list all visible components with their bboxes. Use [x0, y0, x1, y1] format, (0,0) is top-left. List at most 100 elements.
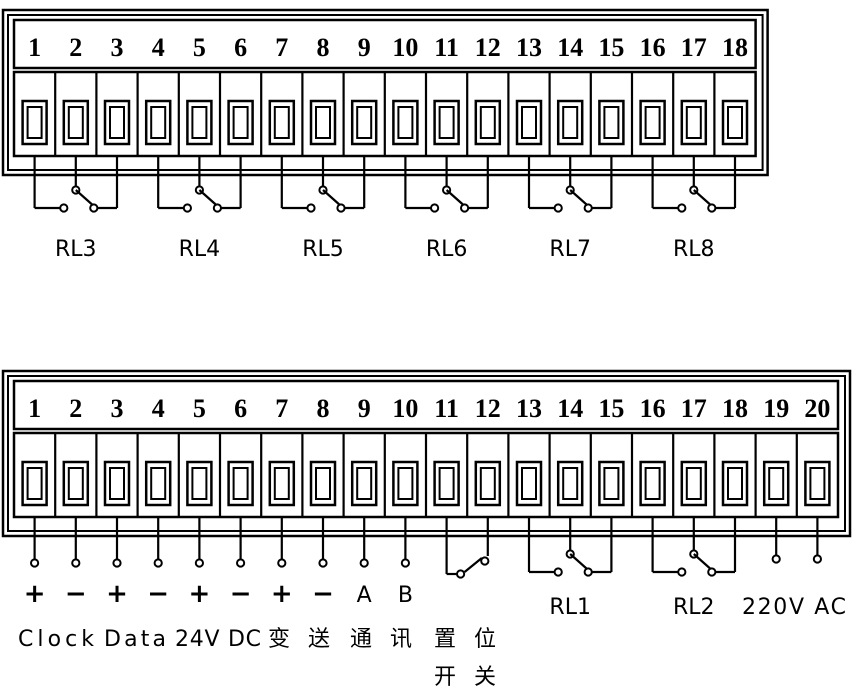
terminal-screw: [350, 99, 378, 146]
terminal-screw: [433, 460, 460, 507]
terminal-screw: [103, 99, 131, 146]
terminal-screw-inner: [26, 106, 43, 139]
label-clock: Clock: [18, 627, 94, 652]
relay-symbol: [157, 156, 242, 213]
terminal-screw: [268, 99, 296, 146]
terminal-screw: [144, 460, 172, 507]
terminal-screw: [21, 460, 48, 507]
terminal-screw: [721, 460, 749, 507]
terminal-number: 15: [598, 33, 624, 62]
terminal-screw: [762, 460, 790, 507]
terminal-screw-inner: [562, 467, 579, 500]
terminal-screw: [392, 99, 419, 146]
relay-symbol: [280, 156, 366, 213]
terminal-number: 18: [722, 33, 748, 62]
terminal-screw-inner: [109, 467, 125, 500]
terminal-number: 13: [516, 394, 542, 423]
relay-contact: [677, 567, 687, 577]
terminal-screw-inner: [273, 467, 290, 500]
terminal-number: 11: [434, 394, 459, 423]
terminal-screw-inner: [26, 467, 43, 500]
terminal-screw-inner: [644, 106, 661, 139]
block-outer-frame: [1, 369, 852, 538]
polarity-sign: −: [147, 579, 169, 609]
comm-label: B: [398, 583, 413, 608]
label-position-switch-2: 开关: [434, 665, 496, 690]
relay-contact: [306, 203, 316, 213]
terminal-number: 14: [557, 394, 583, 423]
relay-contact: [677, 203, 687, 213]
polarity-sign: +: [24, 579, 46, 609]
relay-contact: [583, 203, 593, 213]
terminal-number: 7: [275, 33, 288, 62]
terminal-screw: [227, 460, 254, 507]
terminal-screw-inner: [521, 106, 537, 139]
terminal-screw-inner: [479, 467, 496, 500]
label-position-switch-1: 置位: [434, 627, 496, 652]
terminal-number: 3: [111, 394, 124, 423]
relay-label: RL2: [673, 595, 715, 620]
terminal-screw-inner: [273, 106, 290, 139]
terminal-number: 19: [763, 394, 789, 423]
relay-switch-blade: [569, 189, 589, 207]
terminal-screw: [392, 460, 419, 507]
polarity-sign: −: [65, 579, 87, 609]
relay-label: RL7: [549, 237, 591, 262]
terminal-screw: [474, 99, 502, 146]
terminal-screw: [598, 460, 625, 507]
terminal-end-dot: [112, 558, 122, 568]
terminal-screw-inner: [109, 106, 125, 139]
terminal-screw: [62, 99, 90, 146]
terminal-number: 16: [640, 33, 666, 62]
terminal-number: 7: [275, 394, 288, 423]
terminal-end-dot: [277, 558, 287, 568]
switch-contact: [480, 556, 490, 566]
terminal-screw: [680, 460, 708, 507]
terminal-screw-inner: [603, 106, 620, 139]
terminal-number: 12: [475, 33, 501, 62]
terminal-screw: [515, 460, 543, 507]
relay-contact: [336, 203, 346, 213]
terminal-screw: [556, 460, 584, 507]
terminal-screw: [21, 99, 48, 146]
terminal-end-dot: [194, 558, 204, 568]
terminal-screw: [227, 99, 254, 146]
terminal-screw-inner: [438, 467, 455, 500]
block-inner-frame: [7, 14, 764, 171]
terminal-number: 17: [681, 33, 707, 62]
terminal-number: 1: [28, 394, 41, 423]
terminal-screw-inner: [727, 106, 743, 139]
terminal-number: 2: [69, 394, 82, 423]
bottom-labels: Clock Data 24V DC 变送 通讯 置位 开关 220V AC RL…: [18, 595, 846, 690]
relay-switch-blade: [198, 189, 219, 207]
relay-switch-blade: [569, 553, 589, 571]
terminal-screw-inner: [768, 467, 785, 500]
polarity-sign: +: [271, 579, 293, 609]
terminal-end-dot: [71, 558, 81, 568]
relay-switch-blade: [75, 189, 95, 207]
terminal-screw-inner: [727, 467, 743, 500]
polarity-sign: −: [230, 579, 252, 609]
terminal-number: 18: [722, 394, 748, 423]
relay-contact: [460, 203, 470, 213]
terminal-number: 12: [475, 394, 501, 423]
terminal-number: 9: [358, 394, 371, 423]
relay-symbol: [651, 517, 737, 577]
relay-contact: [707, 567, 717, 577]
terminal-screw: [268, 460, 296, 507]
terminal-screw: [186, 99, 213, 146]
terminal-end-dot: [359, 558, 369, 568]
relay-label: RL5: [302, 237, 344, 262]
terminal-screw-inner: [603, 467, 620, 500]
terminal-screw: [186, 460, 213, 507]
terminal-number: 16: [640, 394, 666, 423]
terminal-end-dot: [400, 558, 410, 568]
switch-blade: [463, 557, 483, 573]
relay-contact: [430, 203, 440, 213]
terminal-screw-inner: [67, 106, 84, 139]
terminal-screw-inner: [644, 467, 661, 500]
relay-contact: [553, 203, 563, 213]
